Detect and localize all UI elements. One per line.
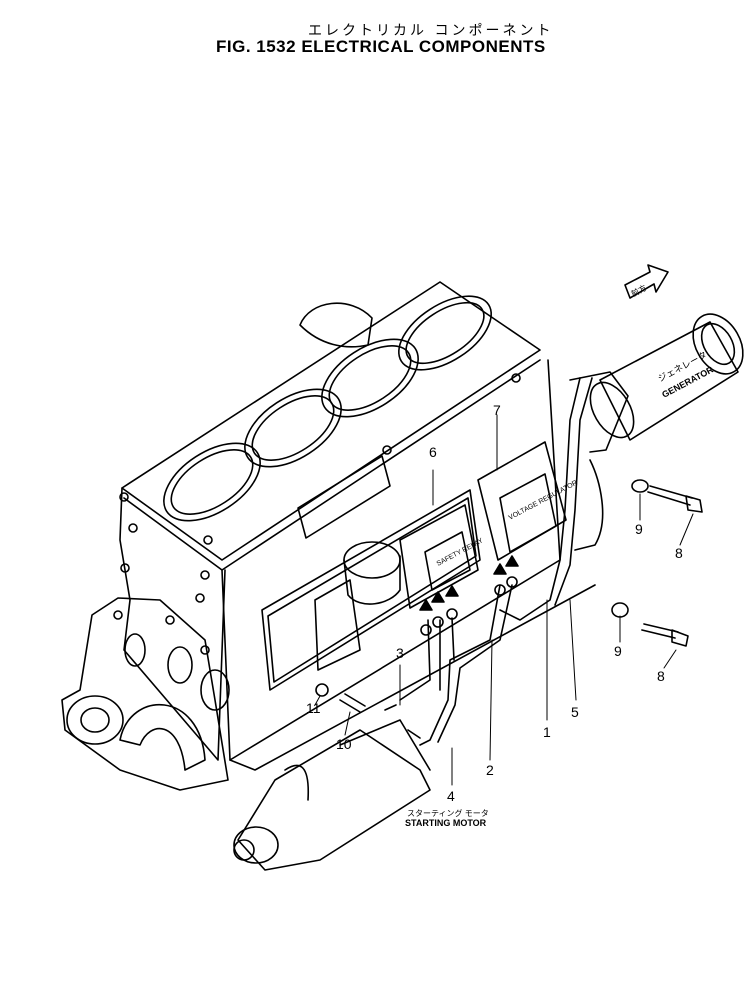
callout-7: 7 bbox=[493, 402, 501, 418]
callout-4: 4 bbox=[447, 788, 455, 804]
callout-1: 1 bbox=[543, 724, 551, 740]
callout-2: 2 bbox=[486, 762, 494, 778]
safety-relay: SAFETY RELAY bbox=[399, 504, 485, 609]
starting-motor bbox=[233, 719, 431, 871]
callout-9-upper: 9 bbox=[635, 521, 643, 537]
figure-title-japanese: エレクトリカル コンポーネント bbox=[308, 23, 554, 39]
wiring-harness bbox=[384, 377, 593, 746]
callout-8-lower: 8 bbox=[657, 668, 665, 684]
svg-text:前方: 前方 bbox=[629, 282, 648, 298]
callout-3: 3 bbox=[396, 645, 404, 661]
figure-title: FIG. 1532 ELECTRICAL COMPONENTS bbox=[216, 37, 546, 56]
callout-6: 6 bbox=[429, 444, 437, 460]
voltage-regulator: VOLTAGE REGULATOR bbox=[477, 441, 579, 561]
callout-11: 11 bbox=[306, 700, 321, 716]
voltage-regulator-label: VOLTAGE REGULATOR bbox=[508, 479, 579, 521]
callout-numbers: 1 2 3 4 5 6 7 8 8 9 9 10 11 bbox=[306, 402, 683, 804]
callout-10: 10 bbox=[336, 736, 352, 752]
starting-motor-label: STARTING MOTOR bbox=[405, 818, 487, 828]
front-direction-arrow: 前方 bbox=[624, 264, 669, 299]
callout-5: 5 bbox=[571, 704, 579, 720]
engine-block bbox=[61, 281, 596, 791]
callout-8-upper: 8 bbox=[675, 545, 683, 561]
starting-motor-label-jp: スターティング モータ bbox=[407, 808, 489, 818]
leader-lines bbox=[314, 414, 694, 786]
callout-9-lower: 9 bbox=[614, 643, 622, 659]
generator bbox=[569, 313, 744, 551]
